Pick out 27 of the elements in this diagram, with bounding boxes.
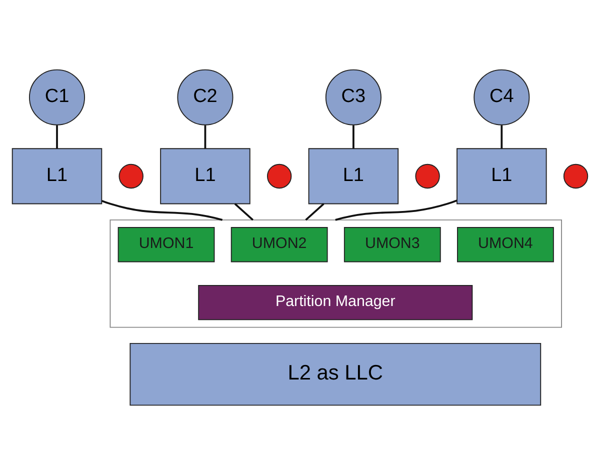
node-circle [266,163,292,188]
connector [500,124,503,148]
node-circle: C1 [28,68,86,125]
node-box: L1 [308,148,399,204]
node-box: L1 [160,148,250,204]
connector [335,199,458,220]
node-box: Partition Manager [198,284,473,320]
node-circle: C4 [474,68,530,125]
node-circle [415,163,440,188]
connector [102,199,223,220]
node-circle [563,163,588,188]
connector [352,124,354,148]
node-box: L1 [456,148,547,204]
node-circle [118,163,144,188]
node-box: UMON3 [344,226,441,262]
node-box: L1 [12,148,102,204]
node-circle: C3 [325,68,382,125]
node-box: L2 as LLC [130,342,542,406]
node-box: UMON1 [118,226,215,262]
node-box: UMON2 [230,226,328,262]
node-circle: C2 [177,68,234,125]
connector [204,124,206,148]
connector [56,124,58,148]
connector [234,202,254,220]
cluster [110,218,562,328]
node-box: UMON4 [457,226,554,262]
connector [305,202,324,220]
